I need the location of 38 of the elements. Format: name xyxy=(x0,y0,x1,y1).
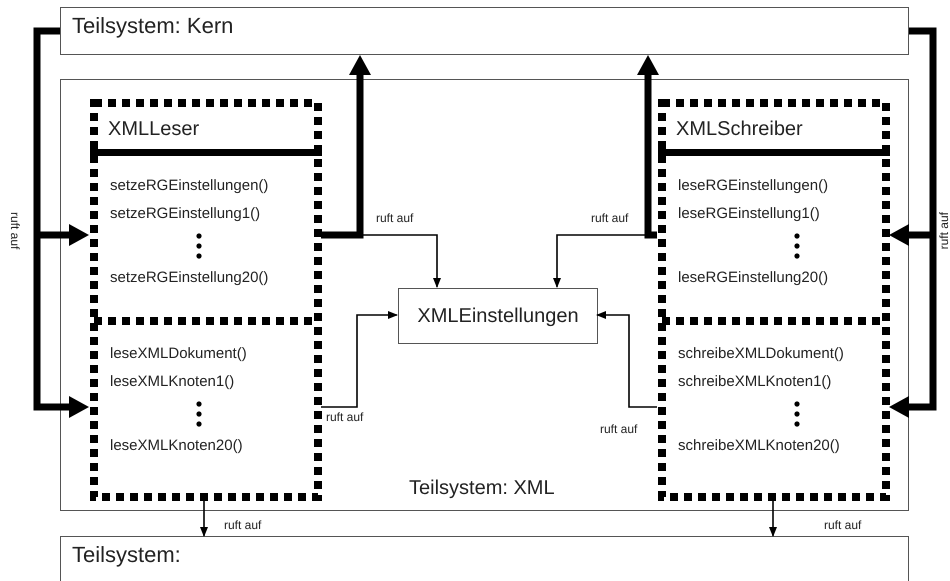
method-name: setzeRGEinstellung20() xyxy=(110,269,268,287)
method-name: leseXMLKnoten20() xyxy=(110,437,244,455)
thick-arrow xyxy=(321,55,371,238)
method-name: leseRGEinstellung1() xyxy=(678,205,821,223)
method-name: leseRGEinstellung20() xyxy=(678,269,828,287)
edge-label: ruft auf xyxy=(591,211,628,225)
method-name: schreibeXMLKnoten20() xyxy=(678,437,841,455)
method-name: leseRGEinstellungen() xyxy=(678,177,828,195)
edge-label: ruft auf xyxy=(600,422,638,436)
method-name: setzeRGEinstellungen() xyxy=(110,177,268,195)
subsystem-box xyxy=(60,79,909,511)
arrow xyxy=(321,311,398,408)
subsystem-box xyxy=(60,536,909,581)
arrow xyxy=(769,500,777,537)
class-box xyxy=(398,288,598,344)
edge-label: ruft auf xyxy=(8,212,22,250)
subsystem-title: Teilsystem: xyxy=(72,541,181,569)
method-name: leseXMLDokument() xyxy=(110,345,247,363)
method-name: setzeRGEinstellung1() xyxy=(110,205,262,223)
method-name: schreibeXMLDokument() xyxy=(678,345,844,363)
class-box xyxy=(90,99,322,501)
edge-label: ruft auf xyxy=(937,212,950,250)
class-box xyxy=(658,99,890,501)
class-name: XMLSchreiber xyxy=(676,117,803,141)
arrow xyxy=(596,311,657,408)
class-name: XMLEinstellungen xyxy=(417,304,579,328)
method-name: leseXMLKnoten1() xyxy=(110,373,236,391)
edge-label: ruft auf xyxy=(224,518,262,532)
edge-label: ruft auf xyxy=(824,518,862,532)
method-name: schreibeXMLKnoten1() xyxy=(678,373,832,391)
thick-arrow xyxy=(637,55,659,238)
arrow xyxy=(200,500,208,537)
edge-label: ruft auf xyxy=(326,410,364,424)
edge-label: ruft auf xyxy=(376,211,414,225)
subsystem-title: Teilsystem: XML xyxy=(409,476,555,500)
subsystem-title: Teilsystem: Kern xyxy=(72,12,234,40)
class-name: XMLLeser xyxy=(108,117,200,141)
subsystem-box xyxy=(60,7,909,55)
